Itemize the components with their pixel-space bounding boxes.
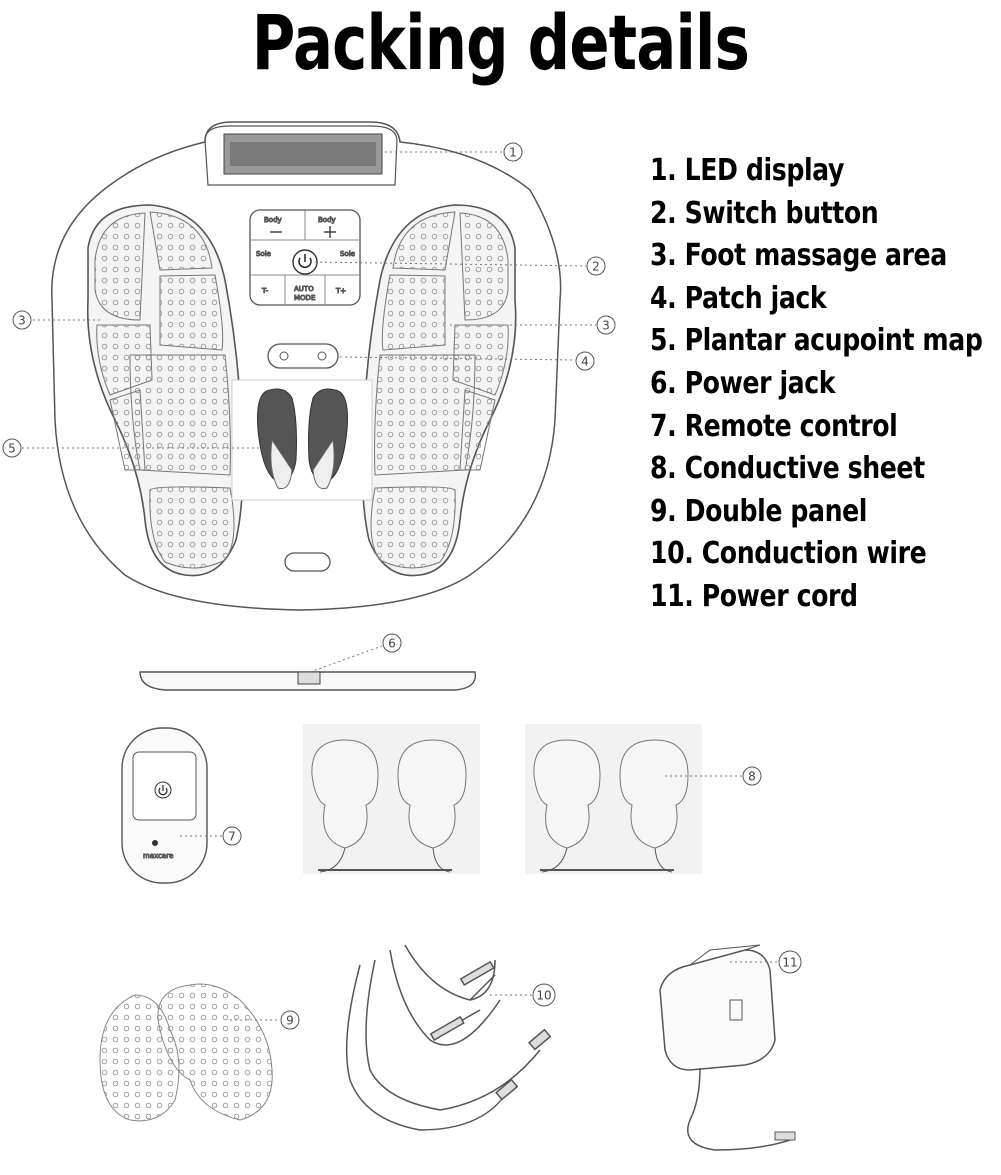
- body-plus-label: Body: [318, 216, 336, 224]
- callout-9: 9: [280, 1010, 300, 1030]
- legend-item-5: 5. Plantar acupoint map: [650, 323, 983, 359]
- conduction-wires: [345, 944, 552, 1131]
- parts-legend: 1. LED display 2. Switch button 3. Foot …: [650, 150, 1001, 619]
- sole-plus-label: Sole: [340, 250, 355, 258]
- power-icon: [158, 785, 168, 796]
- svg-text:8: 8: [748, 770, 756, 784]
- t-plus-label: T+: [335, 287, 346, 295]
- t-minus-label: T-: [261, 287, 269, 295]
- legend-item-6: 6. Power jack: [650, 365, 836, 401]
- callout-3-left: 3: [12, 310, 32, 330]
- page-title: Packing details: [251, 0, 750, 87]
- callout-2: 2: [586, 256, 606, 276]
- legend-item-2: 2. Switch button: [650, 195, 879, 231]
- control-panel: Body Body Sole Sole T- AUTO MODE T+: [249, 209, 361, 306]
- foot-massager-device: Body Body Sole Sole T- AUTO MODE T+: [51, 121, 562, 611]
- svg-text:2: 2: [592, 260, 600, 274]
- callout-11: 11: [778, 950, 802, 974]
- svg-text:7: 7: [228, 830, 236, 844]
- callout-3-right: 3: [596, 315, 616, 335]
- led-display-housing: [204, 125, 398, 186]
- plus-icon: [324, 226, 336, 238]
- legend-item-11: 11. Power cord: [650, 578, 858, 614]
- svg-text:6: 6: [388, 637, 396, 651]
- legend-item-3: 3. Foot massage area: [650, 238, 947, 274]
- right-foot-massage-area: [361, 204, 517, 577]
- body-minus-label: Body: [264, 216, 282, 224]
- device-outline: [51, 121, 562, 611]
- power-adapter: [659, 944, 796, 1151]
- svg-text:1: 1: [509, 146, 517, 160]
- sole-minus-label: Sole: [256, 250, 271, 258]
- power-jack: [297, 671, 321, 685]
- svg-text:3: 3: [602, 319, 610, 333]
- legend-item-4: 4. Patch jack: [650, 280, 827, 316]
- legend-item-1: 1. LED display: [650, 153, 844, 188]
- callout-4: 4: [575, 351, 595, 371]
- legend-item-8: 8. Conductive sheet: [650, 451, 925, 487]
- remote-control: maxcare: [121, 727, 208, 884]
- svg-text:3: 3: [18, 314, 26, 328]
- legend-item-7: 7. Remote control: [650, 408, 898, 444]
- callout-6: 6: [382, 633, 402, 653]
- svg-text:9: 9: [286, 1014, 294, 1028]
- legend-item-9: 9. Double panel: [650, 493, 868, 529]
- svg-text:11: 11: [782, 956, 797, 970]
- left-foot-massage-area: [86, 204, 244, 577]
- svg-text:10: 10: [536, 989, 551, 1003]
- callout-8: 8: [742, 766, 762, 786]
- callout-5: 5: [2, 438, 22, 458]
- double-panel: [99, 983, 273, 1122]
- remote-brand-label: maxcare: [143, 852, 173, 860]
- mode-label: MODE: [294, 294, 315, 302]
- callout-10: 10: [532, 983, 556, 1007]
- device-side-view: [139, 671, 477, 691]
- callout-leaders: [22, 151, 778, 1021]
- callout-1: 1: [503, 142, 523, 162]
- bottom-slot: [284, 552, 331, 572]
- power-cord: [687, 1067, 791, 1151]
- svg-text:4: 4: [581, 355, 589, 369]
- brand-logo-icon: [152, 840, 158, 846]
- svg-text:5: 5: [8, 442, 16, 456]
- conductive-sheet-set-2: [525, 724, 702, 874]
- legend-item-10: 10. Conduction wire: [650, 536, 927, 572]
- auto-label: AUTO: [294, 285, 314, 293]
- patch-jack: [267, 343, 339, 369]
- callout-7: 7: [222, 826, 242, 846]
- plantar-acupoint-map: [231, 379, 373, 501]
- conductive-sheet-set-1: [303, 724, 480, 874]
- callout-markers: 1 2 3 3 4 5 6 7 8 9 10 11: [2, 142, 802, 1030]
- power-icon: [298, 254, 312, 268]
